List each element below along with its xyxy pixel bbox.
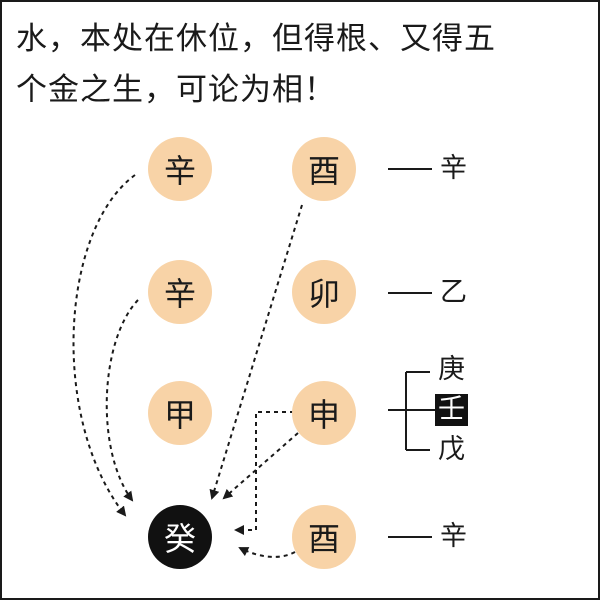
day-hidden-stem-highlight: 壬 [435, 394, 468, 426]
hour-stem-circle: 癸 [148, 505, 212, 569]
arrow-hour-branch-to-hour-stem [238, 547, 296, 558]
arrow-year-stem-to-hour-stem [72, 174, 136, 517]
caption: 水，本处在休位，但得根、又得五 个金之生，可论为相！ [16, 14, 586, 116]
year-hidden-stem: 辛 [440, 153, 467, 184]
hour-hidden-stem: 辛 [440, 521, 467, 552]
month-hidden-stem: 乙 [440, 277, 467, 308]
month-branch-circle: 卯 [292, 260, 356, 324]
arrow-month-stem-to-hour-stem [105, 299, 139, 502]
day-branch-circle: 申 [292, 381, 356, 445]
arrow-year-branch-to-hour-stem [209, 204, 303, 500]
arrow-day-branch-to-hour-stem [222, 432, 299, 500]
year-hidden-dash [388, 168, 432, 170]
hidden-stems-bracket [388, 371, 436, 451]
year-branch-circle: 酉 [292, 137, 356, 201]
hour-branch-circle: 酉 [292, 505, 356, 569]
caption-line-2: 个金之生，可论为相！ [16, 72, 336, 108]
year-stem-circle: 辛 [148, 137, 212, 201]
day-hidden-stem-main: 庚 [438, 354, 465, 385]
caption-line-1: 水，本处在休位，但得根、又得五 [16, 21, 496, 57]
hour-hidden-dash [388, 536, 432, 538]
month-stem-circle: 辛 [148, 260, 212, 324]
day-hidden-stem-residual: 戊 [438, 434, 465, 465]
day-stem-circle: 甲 [148, 381, 212, 445]
month-hidden-dash [388, 292, 432, 294]
arrow-day-branch-root-to-hour-stem [234, 411, 294, 535]
